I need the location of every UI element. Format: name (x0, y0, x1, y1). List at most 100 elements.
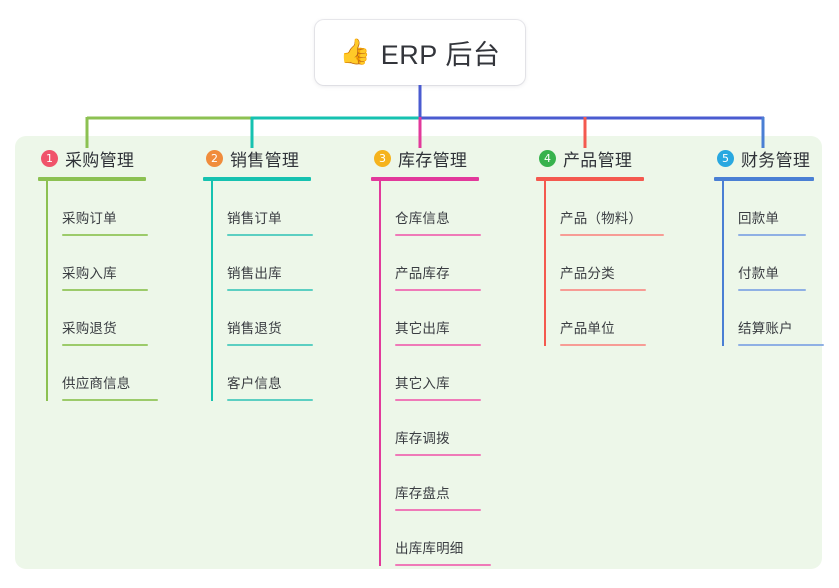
leaf-item[interactable]: 回款单 (722, 181, 824, 236)
leaf-underline (227, 289, 313, 291)
leaf-label: 销售订单 (227, 210, 282, 226)
leaf-underline (227, 234, 313, 236)
column-产品管理: 4 产品管理产品（物料） 产品分类产品单位 (536, 145, 664, 346)
leaf-item[interactable]: 客户信息 (211, 346, 313, 401)
column-title-1: 采购管理 (65, 150, 135, 170)
leaf-item[interactable]: 库存盘点 (379, 456, 491, 511)
leaf-label: 付款单 (738, 265, 780, 281)
leaf-underline (738, 234, 806, 236)
root-node-title: ERP 后台 (380, 40, 501, 70)
leaf-underline (738, 289, 806, 291)
leaf-label: 产品单位 (560, 320, 615, 336)
leaf-underline (227, 399, 313, 401)
column-underline-2 (203, 177, 311, 181)
leaf-label: 其它入库 (395, 375, 450, 391)
column-badge-3: 3 (374, 149, 391, 167)
leaf-label: 其它出库 (395, 320, 450, 336)
leaf-underline (62, 234, 148, 236)
leaf-label: 采购退货 (62, 320, 117, 336)
leaf-label: 回款单 (738, 210, 780, 226)
column-采购管理: 1 采购管理采购订单采购入库采购退货供应商信息 (38, 145, 158, 401)
leaf-label: 销售出库 (227, 265, 282, 281)
leaf-underline (395, 289, 481, 291)
leaf-item[interactable]: 采购退货 (46, 291, 158, 346)
column-badge-1: 1 (41, 149, 58, 167)
column-spine-1 (46, 181, 48, 401)
leaf-item[interactable]: 采购订单 (46, 181, 158, 236)
leaf-item[interactable]: 供应商信息 (46, 346, 158, 401)
leaf-label: 采购入库 (62, 265, 117, 281)
leaf-label: 产品（物料） (560, 210, 643, 226)
leaf-underline (395, 399, 481, 401)
leaf-underline (560, 289, 646, 291)
leaf-underline (62, 399, 158, 401)
leaf-item[interactable]: 采购入库 (46, 236, 158, 291)
leaf-underline (62, 344, 148, 346)
column-header-4[interactable]: 4 产品管理 (536, 145, 664, 171)
leaf-underline (738, 344, 824, 346)
column-header-5[interactable]: 5 财务管理 (714, 145, 824, 171)
column-spine-3 (379, 181, 381, 566)
leaf-list-3: 仓库信息产品库存其它出库其它入库库存调拨库存盘点出库库明细 (371, 181, 491, 566)
leaf-item[interactable]: 其它出库 (379, 291, 491, 346)
column-header-1[interactable]: 1 采购管理 (38, 145, 158, 171)
column-库存管理: 3 库存管理仓库信息产品库存其它出库其它入库库存调拨库存盘点出库库明细 (371, 145, 491, 566)
leaf-label: 出库库明细 (395, 540, 464, 556)
column-underline-4 (536, 177, 644, 181)
leaf-item[interactable]: 结算账户 (722, 291, 824, 346)
leaf-label: 采购订单 (62, 210, 117, 226)
column-spine-2 (211, 181, 213, 401)
leaf-underline (227, 344, 313, 346)
leaf-label: 库存盘点 (395, 485, 450, 501)
leaf-item[interactable]: 产品库存 (379, 236, 491, 291)
leaf-item[interactable]: 付款单 (722, 236, 824, 291)
leaf-item[interactable]: 库存调拨 (379, 401, 491, 456)
column-underline-5 (714, 177, 814, 181)
leaf-label: 库存调拨 (395, 430, 450, 446)
column-header-3[interactable]: 3 库存管理 (371, 145, 491, 171)
leaf-underline (560, 344, 646, 346)
column-badge-5: 5 (717, 149, 734, 167)
leaf-item[interactable]: 其它入库 (379, 346, 491, 401)
column-财务管理: 5 财务管理回款单付款单结算账户 (714, 145, 824, 346)
leaf-item[interactable]: 销售订单 (211, 181, 313, 236)
leaf-label: 产品分类 (560, 265, 615, 281)
leaf-label: 销售退货 (227, 320, 282, 336)
leaf-item[interactable]: 产品分类 (544, 236, 664, 291)
leaf-item[interactable]: 销售退货 (211, 291, 313, 346)
leaf-label: 仓库信息 (395, 210, 450, 226)
leaf-item[interactable]: 销售出库 (211, 236, 313, 291)
leaf-item[interactable]: 产品（物料） (544, 181, 664, 236)
column-title-2: 销售管理 (230, 150, 300, 170)
thumbs-up-icon: 👍 (339, 38, 371, 66)
leaf-label: 客户信息 (227, 375, 282, 391)
column-underline-1 (38, 177, 146, 181)
leaf-list-1: 采购订单采购入库采购退货供应商信息 (38, 181, 158, 401)
column-underline-3 (371, 177, 479, 181)
leaf-underline (395, 344, 481, 346)
leaf-label: 产品库存 (395, 265, 450, 281)
leaf-underline (62, 289, 148, 291)
leaf-underline (395, 234, 481, 236)
column-title-3: 库存管理 (398, 150, 468, 170)
leaf-item[interactable]: 产品单位 (544, 291, 664, 346)
leaf-list-4: 产品（物料） 产品分类产品单位 (536, 181, 664, 346)
column-spine-5 (722, 181, 724, 346)
leaf-label: 结算账户 (738, 320, 793, 336)
column-badge-4: 4 (539, 149, 556, 167)
column-title-4: 产品管理 (563, 150, 633, 170)
leaf-item[interactable]: 出库库明细 (379, 511, 491, 566)
root-node-erp-backend[interactable]: 👍 ERP 后台 (315, 20, 525, 85)
leaf-underline (395, 564, 491, 566)
leaf-item[interactable]: 仓库信息 (379, 181, 491, 236)
leaf-underline (395, 454, 481, 456)
diagram-panel (15, 136, 822, 569)
leaf-label: 供应商信息 (62, 375, 131, 391)
column-spine-4 (544, 181, 546, 346)
leaf-underline (395, 509, 481, 511)
leaf-list-2: 销售订单销售出库销售退货客户信息 (203, 181, 313, 401)
column-title-5: 财务管理 (741, 150, 811, 170)
